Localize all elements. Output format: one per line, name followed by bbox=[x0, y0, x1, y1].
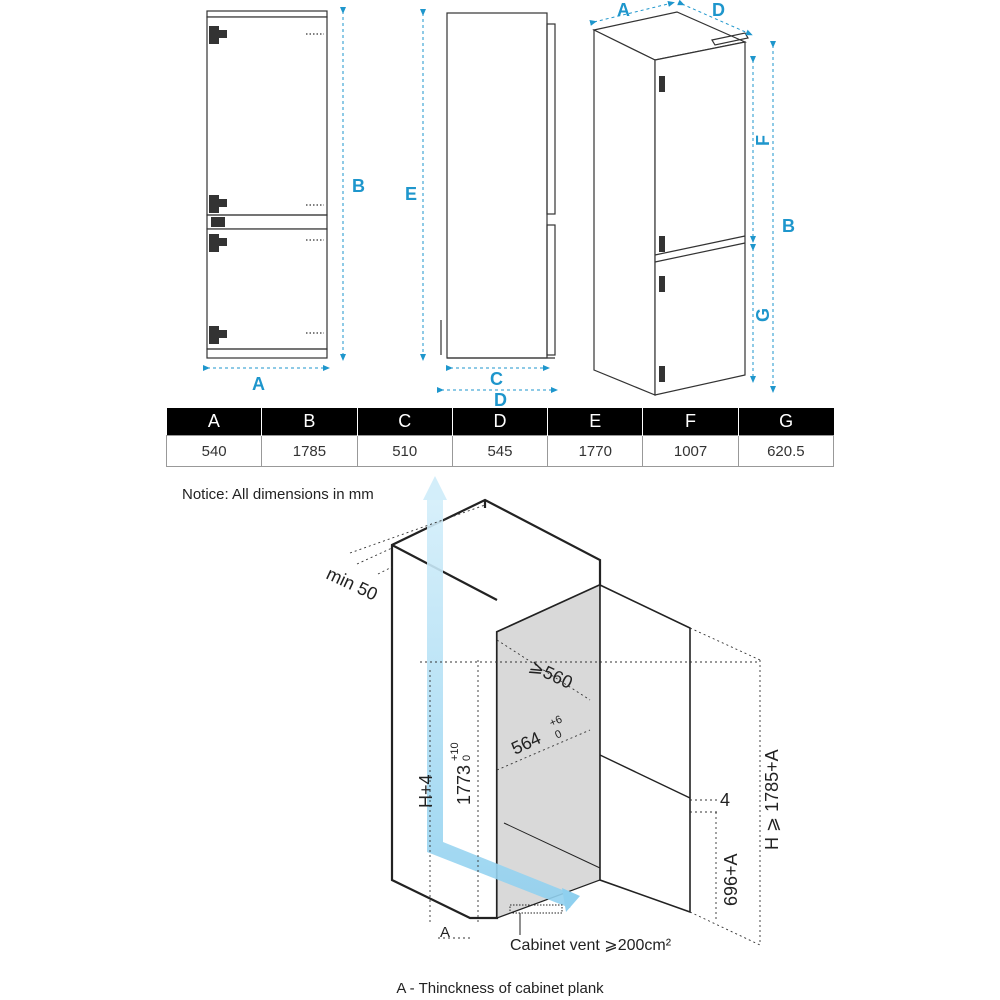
width-tol-top: +6 bbox=[548, 713, 564, 729]
dim-label-b-iso: B bbox=[782, 216, 795, 236]
table-header-b: B bbox=[261, 408, 358, 436]
gap-4-label: 4 bbox=[720, 790, 730, 810]
total-height-label: H ⩾ 1785+A bbox=[762, 749, 782, 850]
cabinet-vent-label: Cabinet vent ⩾200cm² bbox=[510, 937, 672, 954]
iso-dimensions bbox=[589, 0, 776, 393]
install-dimensions bbox=[349, 504, 761, 946]
dim-label-a-iso: A bbox=[617, 0, 630, 20]
table-cell-e: 1770 bbox=[547, 435, 644, 467]
dim-label-f: F bbox=[753, 135, 773, 146]
dim-label-d-side: D bbox=[494, 390, 507, 410]
table-header-c: C bbox=[356, 408, 453, 436]
table-header-a: A bbox=[166, 408, 262, 436]
lower-door-label: 696+A bbox=[721, 853, 741, 906]
airflow-arrow bbox=[423, 476, 580, 912]
cabinet-vent bbox=[509, 904, 563, 935]
table-header-e: E bbox=[547, 408, 643, 436]
dim-label-e: E bbox=[405, 184, 417, 204]
side-view bbox=[440, 12, 556, 359]
table-cell-g: 620.5 bbox=[737, 435, 835, 467]
plank-a-label: A bbox=[440, 924, 450, 941]
table-cell-d: 545 bbox=[451, 435, 549, 467]
dim-label-d-iso: D bbox=[712, 0, 725, 20]
table-row: 540 1785 510 545 1770 1007 620.5 bbox=[165, 435, 835, 467]
units-notice: Notice: All dimensions in mm bbox=[182, 486, 374, 503]
height-nominal-group: 1773 +10 0 bbox=[449, 742, 474, 805]
table-cell-c: 510 bbox=[356, 435, 453, 467]
height-nominal-label: 1773 bbox=[454, 765, 474, 805]
h-plus-label: H+4 bbox=[416, 774, 436, 808]
dimension-table: A B C D E F G 540 1785 510 545 1770 1007… bbox=[165, 408, 835, 467]
width-tol-bottom: 0 bbox=[553, 728, 564, 741]
table-header-d: D bbox=[451, 408, 548, 436]
cabinet-drawing bbox=[390, 498, 691, 920]
height-tol-top: +10 bbox=[449, 742, 461, 761]
dim-label-g: G bbox=[753, 308, 773, 322]
front-dimensions bbox=[203, 7, 346, 371]
height-tol-bottom: 0 bbox=[461, 755, 473, 761]
dim-label-b-front: B bbox=[352, 176, 365, 196]
footnote: A - Thinckness of cabinet plank bbox=[396, 980, 604, 997]
table-cell-a: 540 bbox=[165, 435, 263, 467]
table-header-row: A B C D E F G bbox=[166, 408, 834, 436]
hinge-icon bbox=[659, 76, 665, 382]
dim-label-a-front: A bbox=[252, 374, 265, 394]
min-gap-label: min 50 bbox=[323, 563, 380, 604]
hinge-icon bbox=[209, 26, 227, 344]
front-view bbox=[206, 10, 328, 359]
table-header-f: F bbox=[642, 408, 739, 436]
table-cell-f: 1007 bbox=[642, 435, 739, 467]
iso-view bbox=[592, 11, 749, 396]
table-cell-b: 1785 bbox=[261, 435, 358, 467]
table-header-g: G bbox=[737, 408, 834, 436]
side-dimensions bbox=[420, 9, 558, 393]
dim-label-c: C bbox=[490, 369, 503, 389]
